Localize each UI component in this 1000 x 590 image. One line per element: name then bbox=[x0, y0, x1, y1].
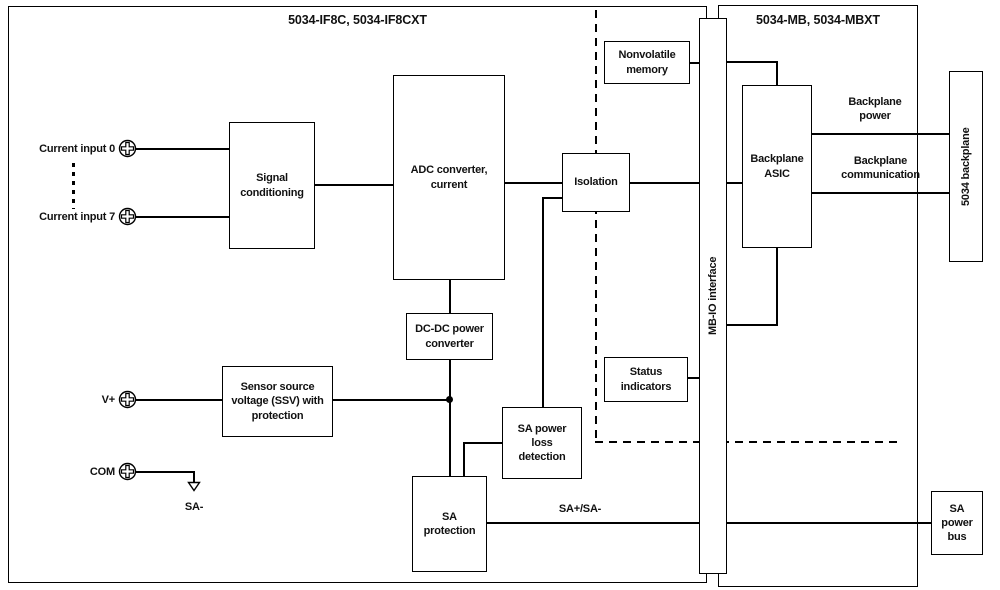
right-module-title: 5034-MB, 5034-MBXT bbox=[756, 13, 880, 27]
wire-status-to-mbio bbox=[688, 377, 702, 379]
wire-asic-bottom-to-mbio bbox=[727, 324, 778, 326]
wire-input7-to-signal-conditioning bbox=[136, 216, 229, 218]
wire-saloss-to-saprotection-v bbox=[463, 442, 465, 477]
wire-com-v bbox=[193, 471, 195, 482]
terminal-label-current-input-0: Current input 0 bbox=[39, 143, 115, 155]
block-mbio-interface: MB-IO interface bbox=[699, 18, 727, 574]
block-sa-power-loss-detection: SA power loss detection bbox=[502, 407, 582, 479]
wire-backplane-communication bbox=[812, 192, 949, 194]
terminal-label-com: COM bbox=[89, 466, 115, 478]
wire-label-sa-bus: SA+/SA- bbox=[558, 503, 602, 515]
block-isolation: Isolation bbox=[562, 153, 630, 212]
wire-nvm-to-mbio bbox=[690, 62, 702, 64]
block-sa-power-bus: SA power bus bbox=[931, 491, 983, 555]
block-ssv: Sensor source voltage (SSV) with protect… bbox=[222, 366, 333, 437]
isolation-boundary-horizontal-dashed-line bbox=[595, 441, 900, 443]
left-module-title: 5034-IF8C, 5034-IF8CXT bbox=[288, 13, 427, 27]
block-signal-conditioning: Signal conditioning bbox=[229, 122, 315, 249]
wire-vplus-to-ssv bbox=[136, 399, 222, 401]
block-backplane-asic: Backplane ASIC bbox=[742, 85, 812, 248]
isolation-boundary-vertical-dashed-line bbox=[595, 10, 597, 442]
wire-signal-conditioning-to-adc bbox=[315, 184, 393, 186]
wire-label-backplane-power: Backplane power bbox=[848, 96, 902, 123]
screw-terminal-icon bbox=[118, 139, 137, 158]
block-adc-converter: ADC converter, current bbox=[393, 75, 505, 280]
sa-minus-arrow-icon bbox=[187, 481, 201, 492]
terminal-label-v-plus: V+ bbox=[101, 394, 116, 406]
wire-asic-bottom-v bbox=[776, 248, 778, 325]
wire-mbio-to-asic-top-h bbox=[727, 61, 777, 63]
wire-isolation-to-saloss-v bbox=[542, 197, 544, 408]
terminal-label-sa-minus: SA- bbox=[184, 501, 204, 513]
screw-terminal-icon bbox=[118, 390, 137, 409]
wire-backplane-power bbox=[812, 133, 949, 135]
block-dcdc-converter: DC-DC power converter bbox=[406, 313, 493, 360]
block-sa-protection: SA protection bbox=[412, 476, 487, 572]
left-module-box bbox=[8, 6, 707, 583]
wire-com-h bbox=[136, 471, 194, 473]
wire-mbio-to-asic-top-v bbox=[776, 61, 778, 86]
wire-adc-to-dcdc bbox=[449, 280, 451, 314]
wire-adc-to-isolation bbox=[505, 182, 562, 184]
wire-dcdc-to-sa-protection bbox=[449, 360, 451, 477]
block-5034-backplane: 5034 backplane bbox=[949, 71, 983, 262]
wire-label-backplane-communication: Backplane communication bbox=[841, 155, 920, 182]
block-status-indicators: Status indicators bbox=[604, 357, 688, 402]
wire-isolation-to-mbio bbox=[630, 182, 710, 184]
screw-terminal-icon bbox=[118, 462, 137, 481]
wire-mbio-to-asic-mid bbox=[727, 182, 742, 184]
block-nonvolatile-memory: Nonvolatile memory bbox=[604, 41, 690, 84]
wire-ssv-to-junction bbox=[333, 399, 450, 401]
terminal-label-current-input-7: Current input 7 bbox=[39, 211, 115, 223]
input-range-ellipsis bbox=[72, 163, 75, 209]
wire-isolation-to-saloss-h bbox=[542, 197, 562, 199]
junction-dot bbox=[446, 396, 453, 403]
wire-input0-to-signal-conditioning bbox=[136, 148, 229, 150]
screw-terminal-icon bbox=[118, 207, 137, 226]
wire-saloss-to-saprotection-h bbox=[463, 442, 502, 444]
